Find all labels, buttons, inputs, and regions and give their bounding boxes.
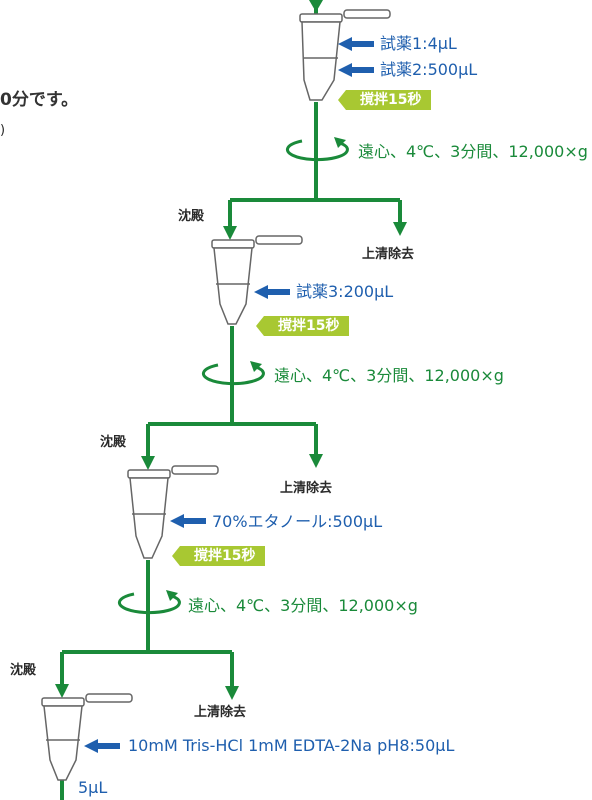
- precipitate-label: 沈殿: [100, 435, 127, 450]
- centrifuge-arrowheads: [166, 137, 346, 601]
- tube-icon: [41, 693, 133, 781]
- reagent-1-label: 試薬1:4μL: [380, 34, 457, 53]
- centrifuge-label: 遠心、4℃、3分間、12,000×g: [358, 142, 588, 161]
- buffer-label: 10mM Tris-HCl 1mM EDTA-2Na pH8:50μL: [128, 736, 455, 755]
- stir-badge: 撹拌15秒: [337, 90, 432, 110]
- ethanol-label: 70%エタノール:500μL: [212, 512, 383, 531]
- supernatant-label: 上清除去: [194, 705, 247, 720]
- flow-arrowheads: [55, 0, 407, 700]
- precipitate-label: 沈殿: [10, 663, 37, 678]
- reagent-3-label: 試薬3:200μL: [296, 282, 394, 301]
- precipitate-label: 沈殿: [178, 209, 205, 224]
- centrifuge-arrow-icon: [117, 139, 349, 615]
- stir-badge: 撹拌15秒: [171, 546, 266, 566]
- flow-lines: [60, 0, 402, 800]
- intro-text: 0分です。: [0, 90, 79, 110]
- tube-icon: [299, 9, 391, 101]
- centrifuge-label: 遠心、4℃、3分間、12,000×g: [274, 366, 504, 385]
- blue-arrow-icon: [84, 37, 374, 753]
- reagent-2-label: 試薬2:500μL: [380, 60, 478, 79]
- supernatant-label: 上清除去: [362, 247, 415, 262]
- supernatant-label: 上清除去: [280, 481, 333, 496]
- centrifuge-label: 遠心、4℃、3分間、12,000×g: [188, 596, 418, 615]
- final-volume-label: 5μL: [78, 778, 108, 797]
- tube-icon: [211, 235, 303, 325]
- tube-icon: [127, 465, 219, 559]
- intro-paren: ): [0, 123, 6, 138]
- stir-badge: 撹拌15秒: [255, 316, 350, 336]
